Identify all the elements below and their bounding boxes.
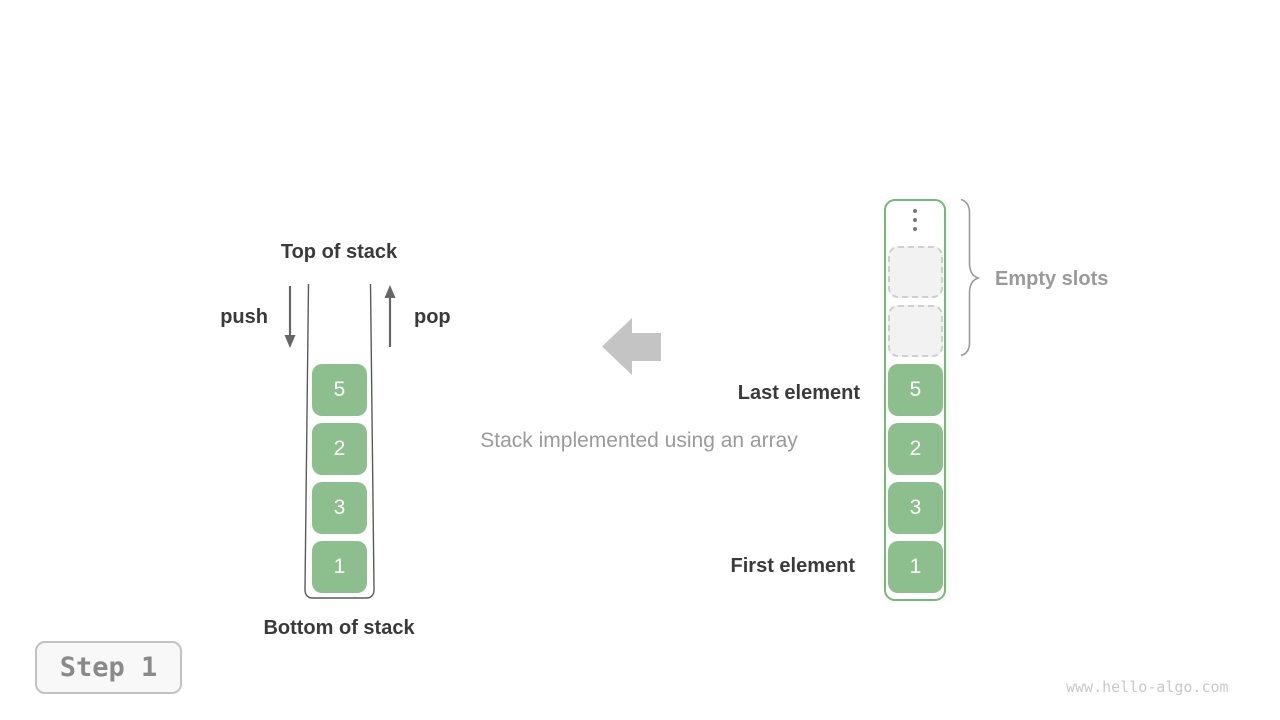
push-label: push [220,306,268,328]
empty-slot [888,305,943,357]
step-badge: Step 1 [35,641,182,694]
array-cell: 5 [888,364,943,416]
diagram-caption: Stack implemented using an array [480,429,798,452]
push-arrow-icon [284,286,296,348]
first-element-label: First element [730,555,855,577]
empty-slots-label: Empty slots [995,268,1109,290]
bottom-of-stack-label: Bottom of stack [263,617,415,639]
ellipsis-dot-icon [913,209,917,213]
left-block-arrow-icon [602,318,661,375]
array-cell: 1 [888,541,943,593]
ellipsis-dot-icon [913,227,917,231]
stack-cell: 2 [312,423,367,475]
stack-cell: 5 [312,364,367,416]
empty-slot [888,246,943,298]
stack-cell: 3 [312,482,367,534]
top-of-stack-label: Top of stack [280,241,398,263]
array-container: 5 2 3 1 [884,199,946,601]
last-element-label: Last element [737,382,860,404]
stack-cell: 1 [312,541,367,593]
pop-arrow-icon [384,285,396,347]
watermark-url: www.hello-algo.com [1066,678,1229,696]
array-cell: 2 [888,423,943,475]
pop-label: pop [414,306,451,328]
step-badge-label: Step 1 [59,652,158,683]
array-cell: 3 [888,482,943,534]
empty-slots-brace [960,198,981,357]
ellipsis-dot-icon [913,218,917,222]
